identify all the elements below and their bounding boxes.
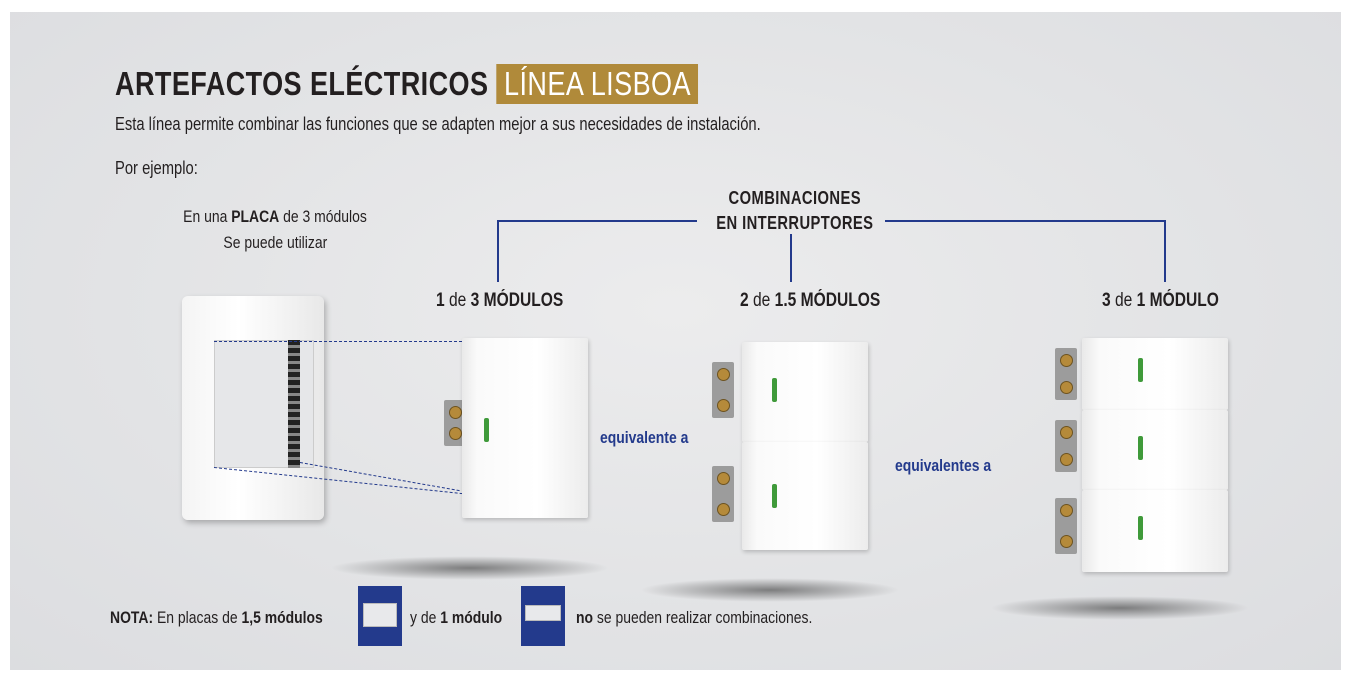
bracket-drop-1 [497,220,499,282]
shadow [640,578,900,602]
terminal-image [712,362,734,418]
opt3-de: de [1110,290,1137,311]
bracket-line-left [497,220,697,222]
plate-1-5-module-icon [358,586,402,646]
comb-line1: COMBINACIONES [728,188,862,208]
combinations-heading: COMBINACIONES EN INTERRUPTORES [680,186,910,236]
note-b1: 1,5 módulos [241,608,323,627]
equivalentes-text: equivalentes a [895,456,992,475]
bracket-line-right [885,220,1166,222]
comb-line2: EN INTERRUPTORES [716,213,874,233]
title-text: ARTEFACTOS ELÉCTRICOS [115,65,489,102]
placa-caption: En una PLACA de 3 módulos Se puede utili… [150,204,400,256]
placa-pre: En una [183,207,232,226]
note-t2: y de [410,608,441,627]
opt1-de: de [444,290,471,311]
subtitle: Esta línea permite combinar las funcione… [115,114,902,135]
projection-line [214,341,462,342]
placa-bold: PLACA [231,207,280,226]
opt2-de: de [748,290,775,311]
title-highlight: LÍNEA LISBOA [496,64,699,104]
example-label: Por ejemplo: [115,158,216,179]
switch-1-module-image [1082,490,1228,572]
opt2-size: 1.5 MÓDULOS [774,290,881,311]
switch-1-module-image [1082,338,1228,410]
note-b2: 1 módulo [440,608,503,627]
example-text: Por ejemplo: [115,158,198,178]
option-3-label: 3 de 1 MÓDULO [1102,290,1245,312]
opt2-count: 2 [740,290,749,311]
opt3-size: 1 MÓDULO [1136,290,1219,311]
note-label: NOTA: [110,608,154,627]
note-middle: y de 1 módulo [410,608,522,628]
switch-1-5-module-image [742,342,868,442]
equivalentes-label: equivalentes a [895,456,1012,476]
terminal-image [1055,498,1077,554]
plate-1-module-icon [521,586,565,646]
wall-plate-image [182,296,324,520]
switch-1-module-image [1082,410,1228,490]
switch-1-5-module-image [742,442,868,550]
opt3-count: 3 [1102,290,1111,311]
shadow [990,596,1250,620]
opt1-count: 1 [436,290,445,311]
option-2-label: 2 de 1.5 MÓDULOS [740,290,911,312]
terminal-image [444,400,466,446]
switch-3-module-image [462,338,588,518]
shadow [330,556,610,580]
equivalente-label: equivalente a [600,428,708,448]
placa-post: de 3 módulos [279,207,367,226]
placa-line2: Se puede utilizar [223,233,327,252]
opt1-size: 3 MÓDULOS [470,290,564,311]
bracket-drop-3 [1164,220,1166,282]
terminal-image [712,466,734,522]
note-b3: no [576,608,594,627]
bracket-drop-2 [790,234,792,282]
option-1-label: 1 de 3 MÓDULOS [436,290,591,312]
note: NOTA: En placas de 1,5 módulos [110,608,370,628]
note-end: no se pueden realizar combinaciones. [576,608,864,628]
note-t1: En placas de [153,608,242,627]
note-t3: se pueden realizar combinaciones. [593,608,813,627]
terminal-image [1055,348,1077,400]
equivalente-text: equivalente a [600,428,689,447]
subtitle-text: Esta línea permite combinar las funcione… [115,114,761,134]
terminal-image [1055,420,1077,472]
